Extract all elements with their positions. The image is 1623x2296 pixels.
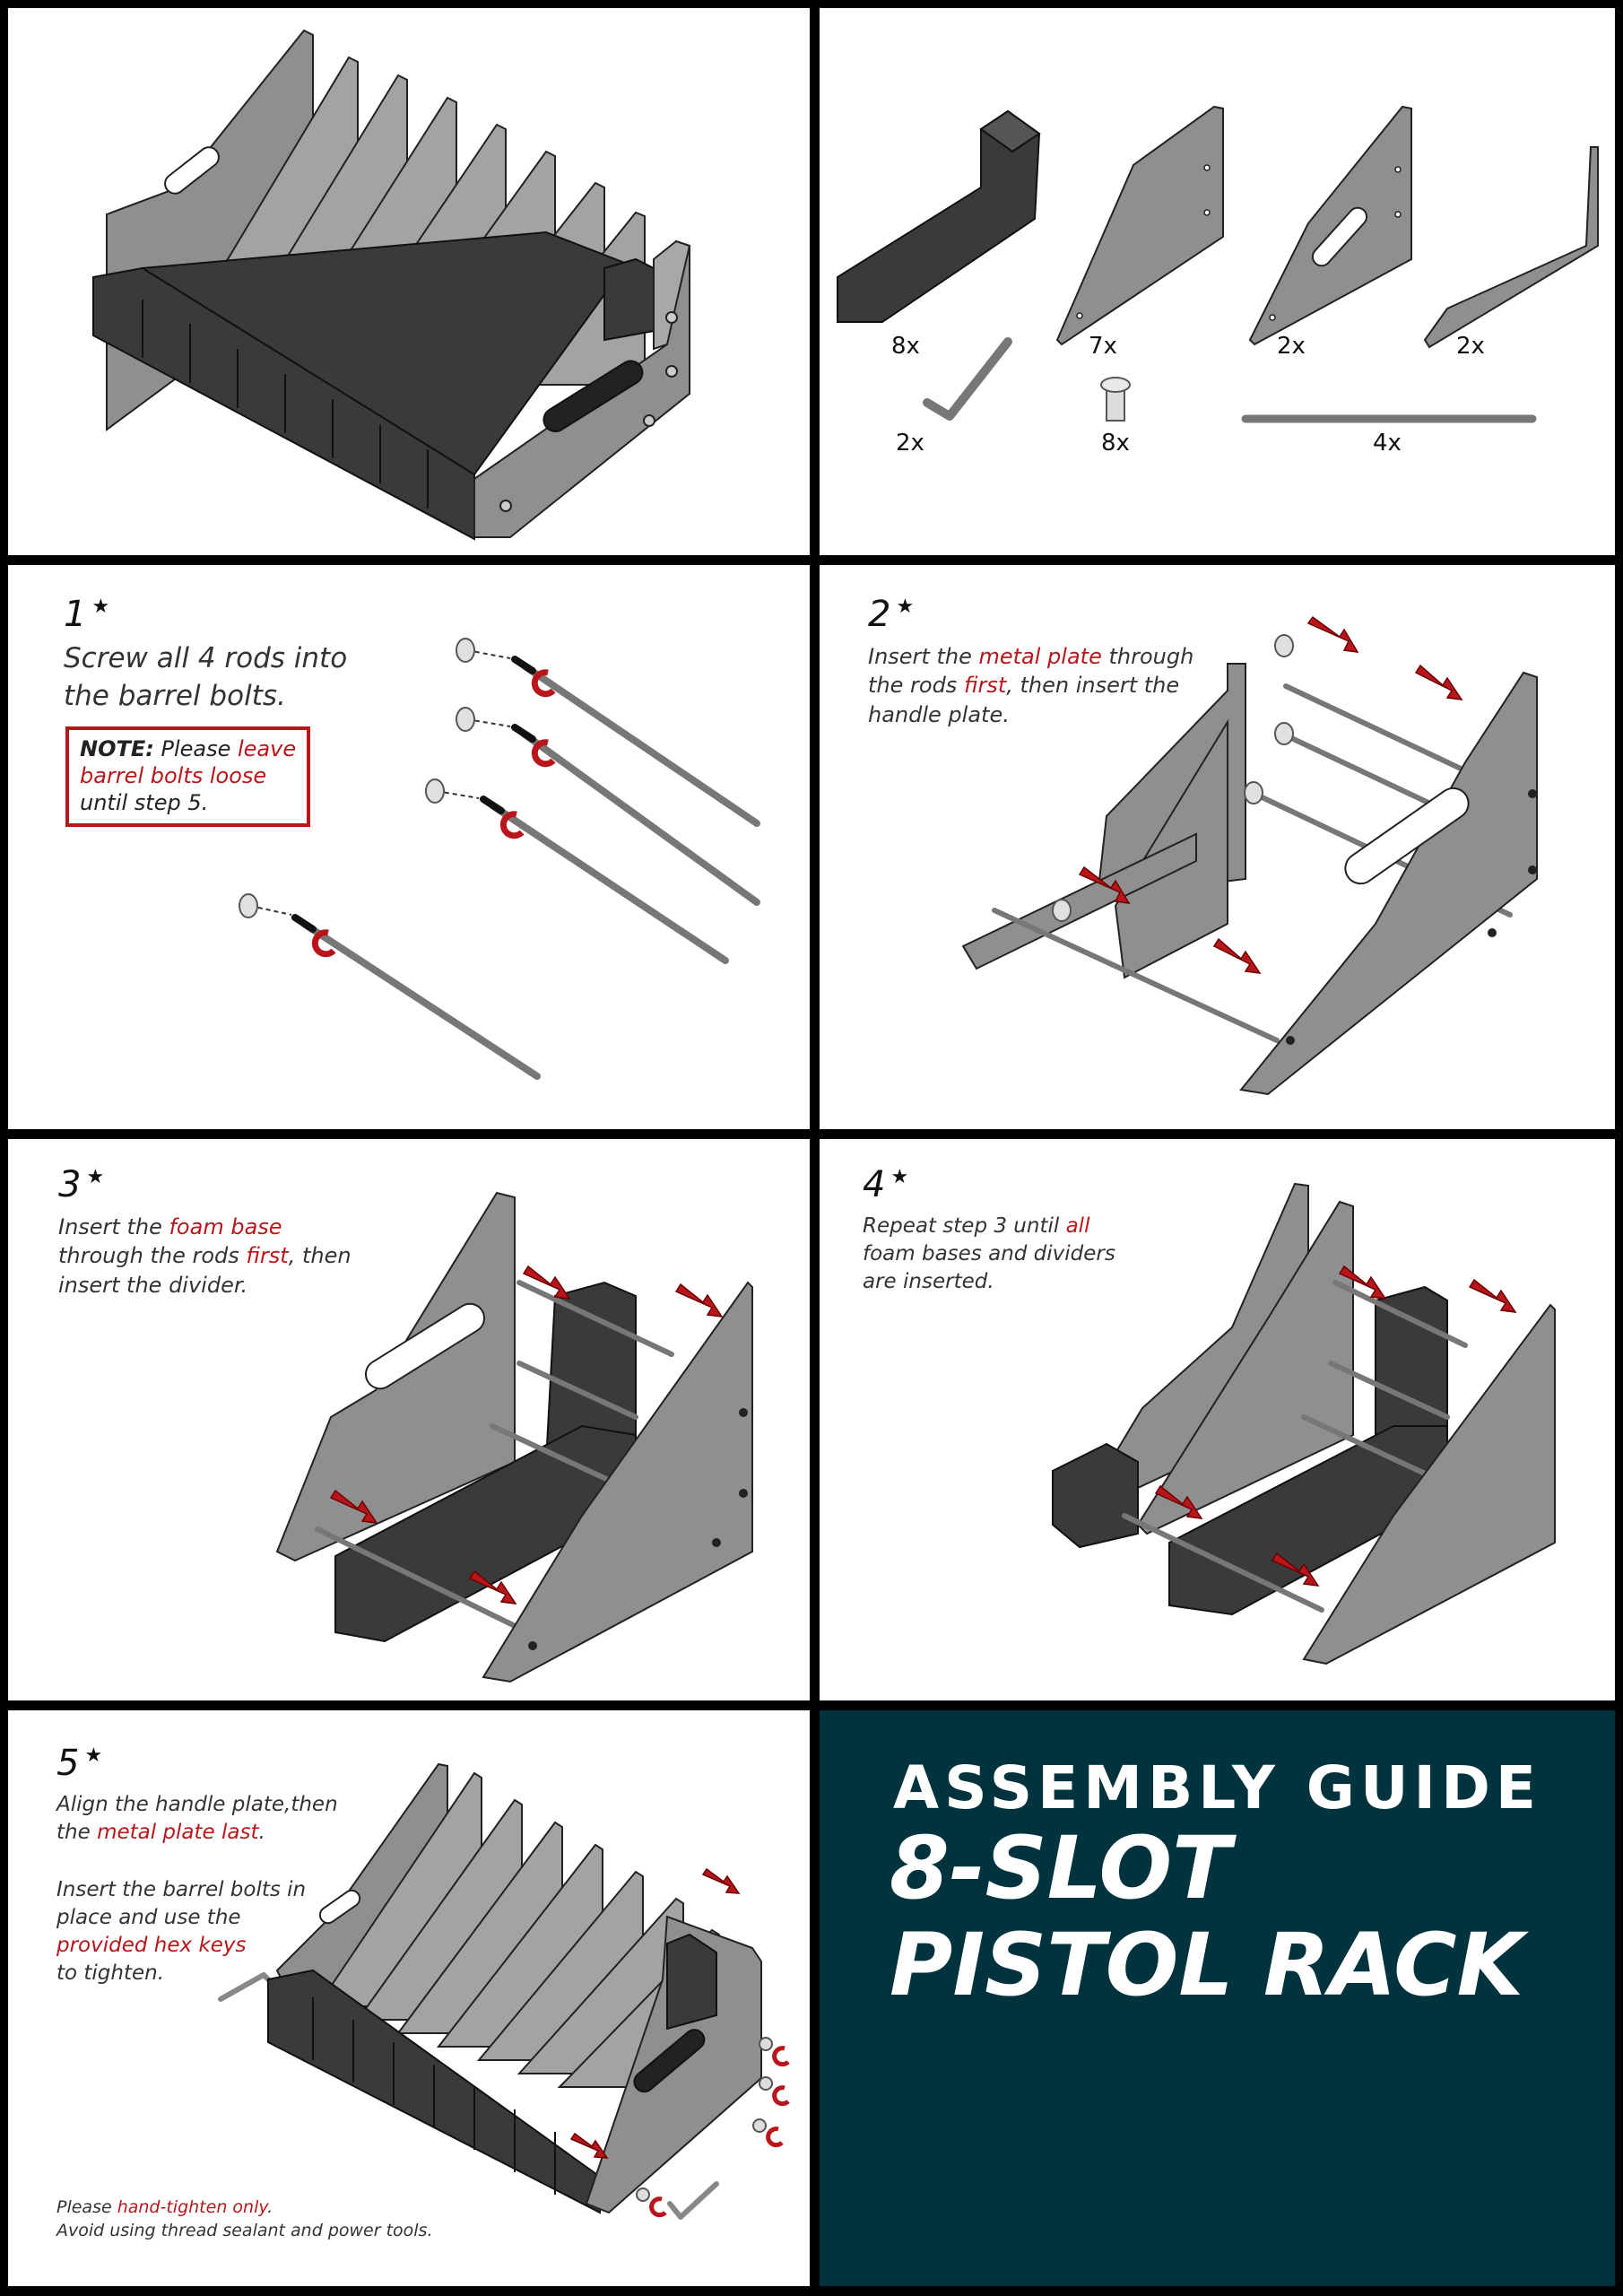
step-4-repeat-illustration [1052, 1182, 1556, 1665]
step-5-number: 5★ [56, 1743, 103, 1784]
step-2-panel: 2★ Insert the metal plate through the ro… [820, 565, 1615, 1129]
rod-qty: 4x [1373, 430, 1402, 457]
step-5-final-illustration [218, 1762, 790, 2220]
step-1-rods-illustration [239, 638, 760, 1080]
step-5-footnote: Please hand-tighten only. Avoid using th… [56, 2197, 433, 2240]
parts-illustration [837, 105, 1599, 423]
handle-plate-qty: 2x [1277, 333, 1306, 360]
step-5-panel: 5★ Align the handle plate,then the metal… [8, 1710, 810, 2286]
step-1-note: NOTE: Please leave barrel bolts loose un… [65, 726, 311, 827]
step-2-number: 2★ [868, 594, 915, 635]
hex-key-qty: 2x [896, 430, 924, 457]
assembled-rack-illustration [92, 29, 691, 541]
title-panel: ASSEMBLY GUIDE 8-SLOT PISTOL RACK [820, 1710, 1615, 2286]
divider-plate-qty: 7x [1089, 333, 1117, 360]
step-4-number: 4★ [863, 1164, 909, 1205]
step-3-number: 3★ [58, 1164, 105, 1205]
product-title-line-1: 8-SLOT [890, 1818, 1231, 1918]
step-4-panel: 4★ Repeat step 3 until all foam bases an… [820, 1139, 1615, 1700]
step-2-plates-illustration [961, 615, 1538, 1096]
hero-panel [8, 8, 810, 555]
assembly-guide-heading: ASSEMBLY GUIDE [893, 1753, 1541, 1822]
parts-list-panel: 8x 7x 2x 2x 2x 8x 4x [820, 8, 1615, 555]
step-3-foam-illustration [275, 1191, 753, 1683]
step-3-panel: 3★ Insert the foam base through the rods… [8, 1139, 810, 1700]
metal-plate-qty: 2x [1456, 333, 1485, 360]
step-2-instruction: Insert the metal plate through the rods … [868, 644, 1194, 727]
step-4-instruction: Repeat step 3 until all foam bases and d… [863, 1214, 1115, 1294]
step-5-instruction-bolts: Insert the barrel bolts in place and use… [56, 1878, 307, 1986]
barrel-bolt-qty: 8x [1101, 430, 1130, 457]
step-5-instruction-align: Align the handle plate,then the metal pl… [56, 1793, 338, 1845]
step-1-number: 1★ [64, 594, 110, 635]
step-3-instruction: Insert the foam base through the rods fi… [58, 1214, 352, 1298]
product-title-line-2: PISTOL RACK [890, 1915, 1524, 2015]
foam-base-qty: 8x [891, 333, 920, 360]
